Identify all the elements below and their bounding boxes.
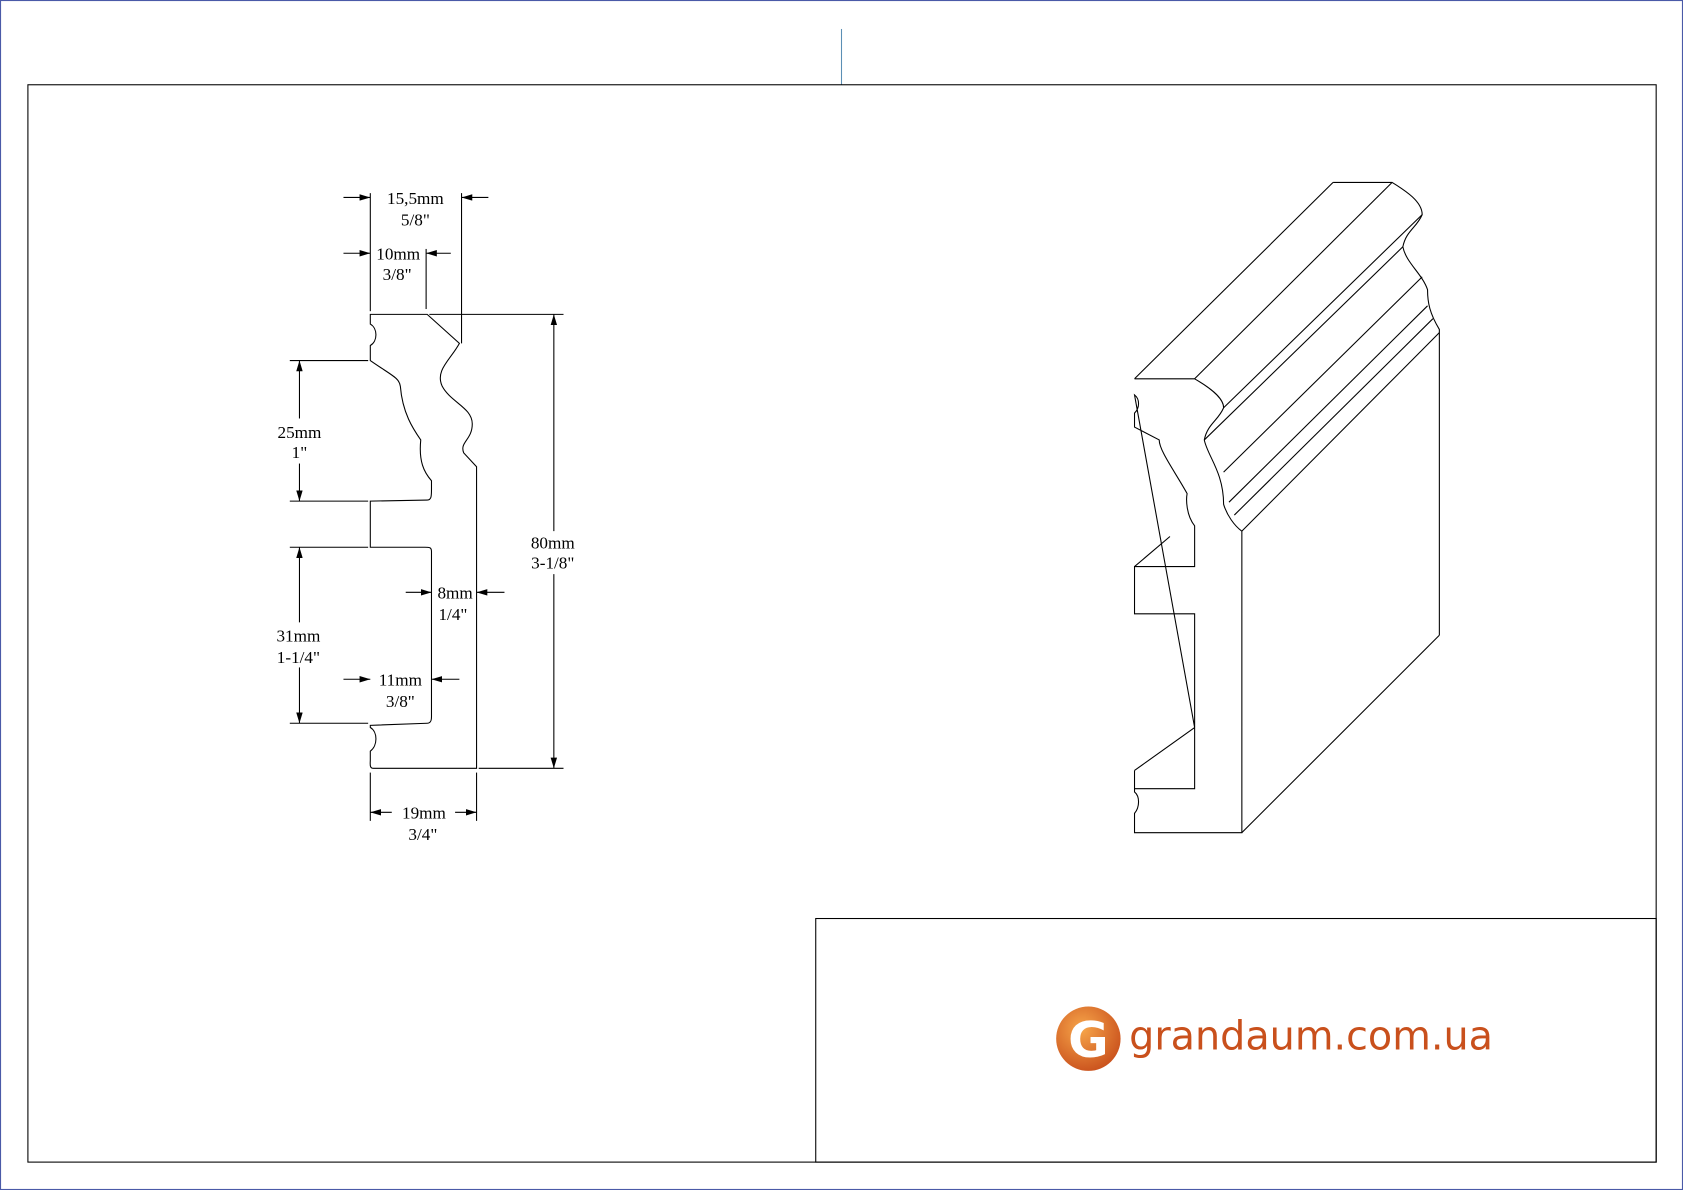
profile-section: 15,5mm 5/8" 10mm 3/8" 25mm 1" 80mm 3-1/8… <box>276 189 575 844</box>
dim-web-thickness-inch: 1/4" <box>438 605 467 624</box>
dim-lower-height-mm: 31mm <box>276 627 321 646</box>
isometric-view <box>1133 181 1440 834</box>
dim-upper-height-mm: 25mm <box>278 423 323 442</box>
grandaum-logo[interactable]: G grandaum.com.ua <box>1056 1006 1493 1071</box>
dim-total-height-mm: 80mm <box>531 533 576 552</box>
dim-top-width-mm: 15,5mm <box>387 189 444 208</box>
website-link[interactable]: grandaum.com.ua <box>1129 1013 1493 1059</box>
dim-top-inner-mm: 10mm <box>376 245 421 264</box>
logo-letter: G <box>1068 1011 1109 1069</box>
dim-lower-height-inch: 1-1/4" <box>277 648 320 667</box>
dim-lower-depth-inch: 3/8" <box>386 692 415 711</box>
dim-upper-height-inch: 1" <box>292 443 308 462</box>
title-block <box>815 917 1657 1163</box>
dim-total-height-inch: 3-1/8" <box>531 554 574 573</box>
dim-lower-depth-mm: 11mm <box>379 671 423 690</box>
dim-top-inner-inch: 3/8" <box>383 265 412 284</box>
dim-bottom-width-mm: 19mm <box>402 804 447 823</box>
logo-g-icon <box>1056 1006 1121 1071</box>
dim-web-thickness-mm: 8mm <box>437 584 473 603</box>
dim-top-width-inch: 5/8" <box>401 210 430 229</box>
drawing-frame <box>27 84 1657 1163</box>
dim-bottom-width-inch: 3/4" <box>408 825 437 844</box>
